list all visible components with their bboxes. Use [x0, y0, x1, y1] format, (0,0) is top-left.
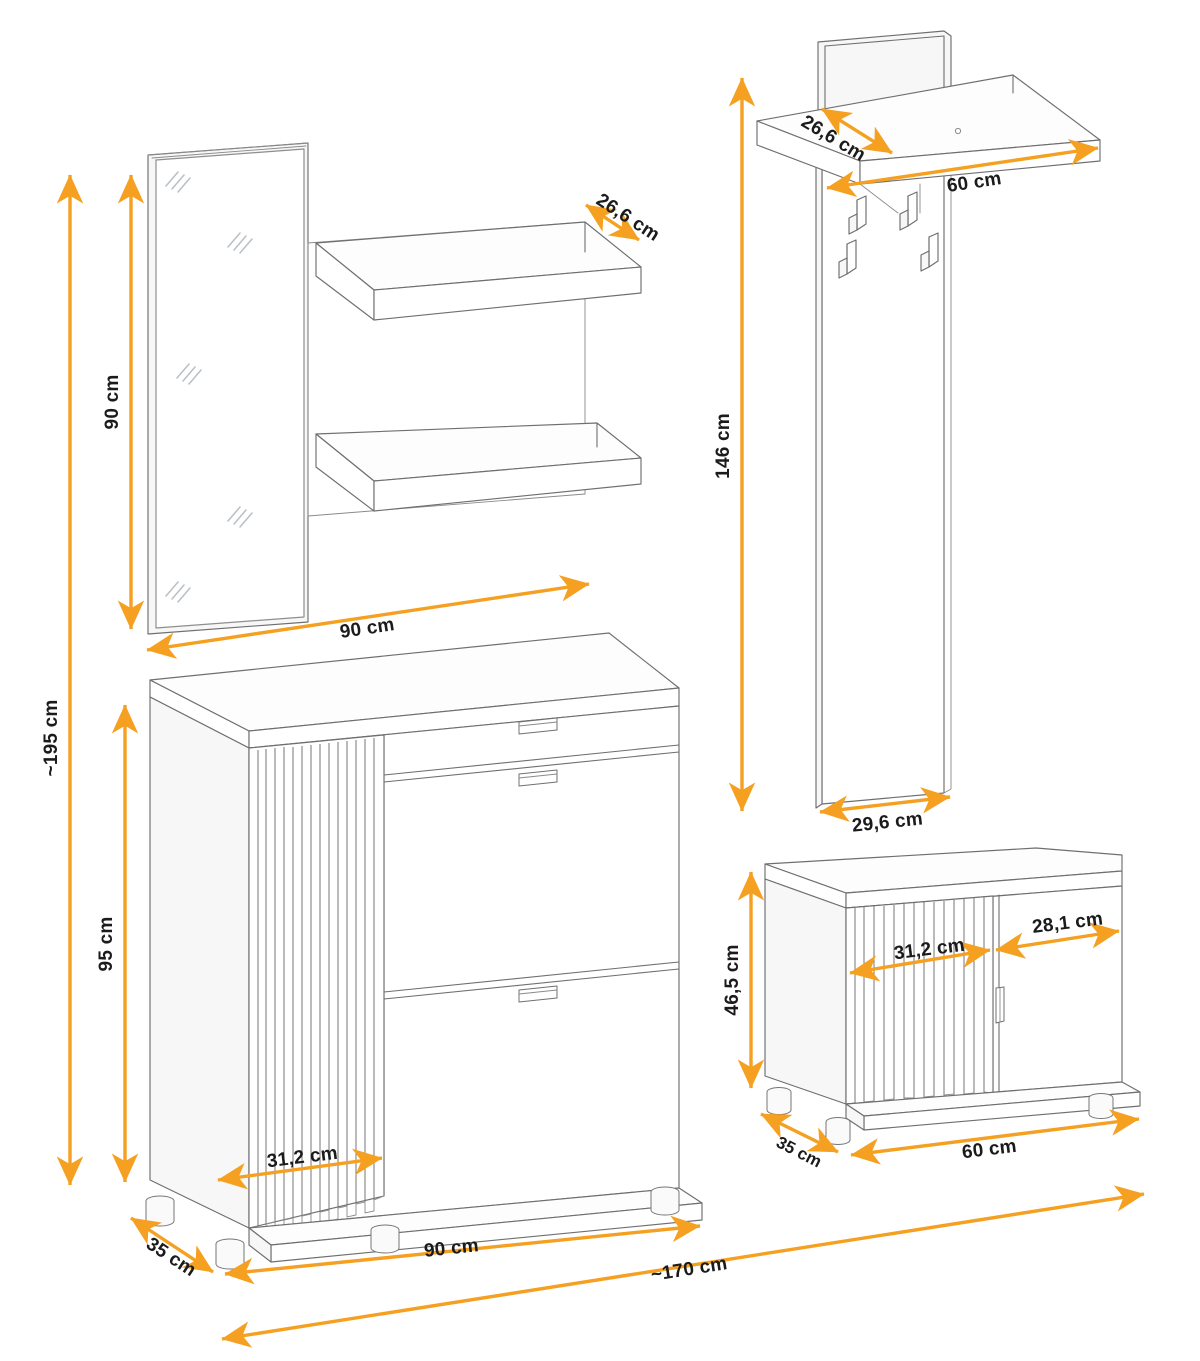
- coat-hook: [838, 239, 857, 279]
- cabinet-foot: [650, 1186, 680, 1216]
- dim-label-overall-width: ~170 cm: [650, 1253, 729, 1286]
- cabinet-foot: [766, 1087, 792, 1115]
- cabinet-foot: [370, 1224, 400, 1254]
- dim-label-tall-cabinet-width: 90 cm: [423, 1235, 480, 1262]
- dim-mirror-height: 90 cm: [102, 174, 145, 630]
- dim-label-tall-cabinet-depth: 35 cm: [142, 1234, 199, 1281]
- dim-coat-panel-height: 146 cm: [713, 77, 756, 812]
- drawer-handle: [518, 769, 558, 787]
- fluted-panel: [248, 734, 385, 1237]
- cabinet-foot: [1088, 1093, 1114, 1119]
- wall-shelf-lower: [315, 422, 642, 512]
- dim-label-low-cabinet-height: 46,5 cm: [722, 944, 743, 1015]
- door-handle: [995, 986, 1005, 1024]
- dim-label-mirror-height: 90 cm: [102, 375, 123, 430]
- wall-shelf-upper: [315, 221, 642, 321]
- dim-tall-cabinet-depth: 35 cm: [130, 1216, 214, 1281]
- dim-label-coat-panel-width: 29,6 cm: [851, 808, 924, 836]
- dim-low-cabinet-height: 46,5 cm: [722, 871, 765, 1089]
- coat-hooks: [838, 191, 939, 279]
- dim-label-tall-cabinet-height: 95 cm: [96, 917, 117, 972]
- drawer-handle: [518, 985, 558, 1003]
- dim-label-low-cabinet-depth: 35 cm: [773, 1133, 825, 1172]
- fluted-door: [845, 895, 994, 1114]
- coat-hook: [920, 232, 939, 272]
- drawer-handle: [518, 717, 558, 735]
- mirror-panel: [147, 142, 309, 635]
- dim-label-coat-panel-height: 146 cm: [713, 413, 734, 479]
- cabinet-foot: [825, 1117, 851, 1145]
- cabinet-foot: [215, 1238, 245, 1270]
- cabinet-foot: [145, 1195, 175, 1227]
- dim-tall-cabinet-height: 95 cm: [96, 704, 139, 1183]
- dim-overall-height: ~195 cm: [41, 174, 84, 1186]
- tall-cabinet: [145, 632, 703, 1270]
- coat-hook: [848, 195, 867, 235]
- low-cabinet: [764, 847, 1141, 1145]
- dim-label-overall-height: ~195 cm: [41, 700, 62, 777]
